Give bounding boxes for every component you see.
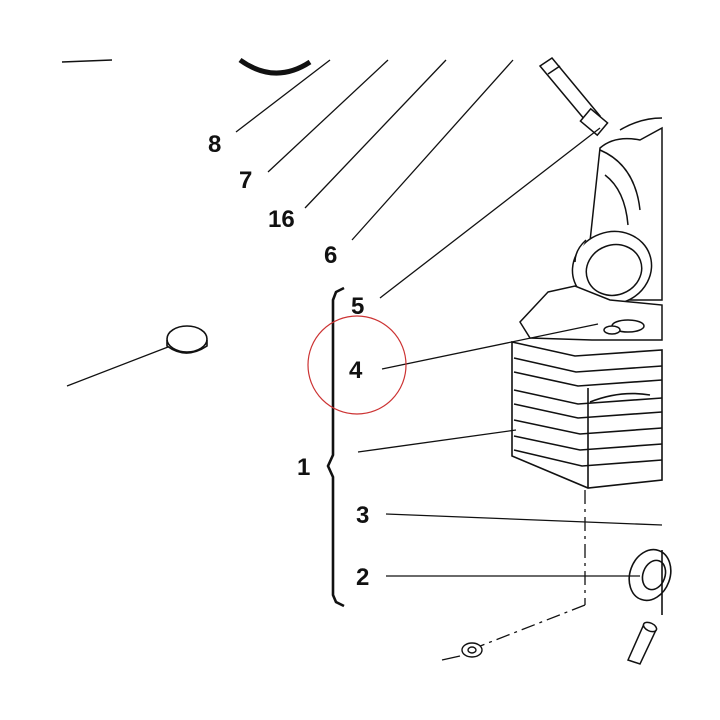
leader-line-16: [304, 59, 447, 209]
leader-line-5: [379, 127, 601, 299]
leader-line-1: [357, 429, 517, 453]
leader-line-7: [267, 59, 389, 173]
cylinder-head-part: [571, 117, 663, 306]
injector-part: [538, 57, 609, 137]
leader-line-3: [385, 513, 663, 526]
dowel-pin-part: [626, 621, 658, 665]
stray-line: [61, 59, 113, 63]
gasket-part: [519, 285, 663, 341]
callout-5: 5: [351, 293, 364, 320]
callout-8: 8: [208, 131, 221, 158]
cap-plug-part: [66, 325, 208, 387]
callout-7: 7: [239, 167, 252, 194]
leader-line-8: [235, 59, 331, 133]
callout-4: 4: [349, 357, 363, 384]
callout-3: 3: [356, 502, 369, 529]
washer-part: [441, 642, 483, 661]
cylinder-body-part: [511, 341, 663, 489]
callout-16: 16: [268, 206, 295, 233]
highlight-circle: [307, 315, 407, 415]
group-bracket: [326, 286, 345, 608]
seal-ring-part: [628, 548, 672, 615]
callout-1: 1: [297, 454, 310, 481]
callout-2: 2: [356, 564, 369, 591]
leader-line-4: [381, 323, 599, 370]
center-axis-diagonal: [469, 604, 586, 651]
callout-6: 6: [324, 242, 337, 269]
leader-line-6: [351, 59, 514, 241]
o-ring-part: [238, 57, 312, 76]
